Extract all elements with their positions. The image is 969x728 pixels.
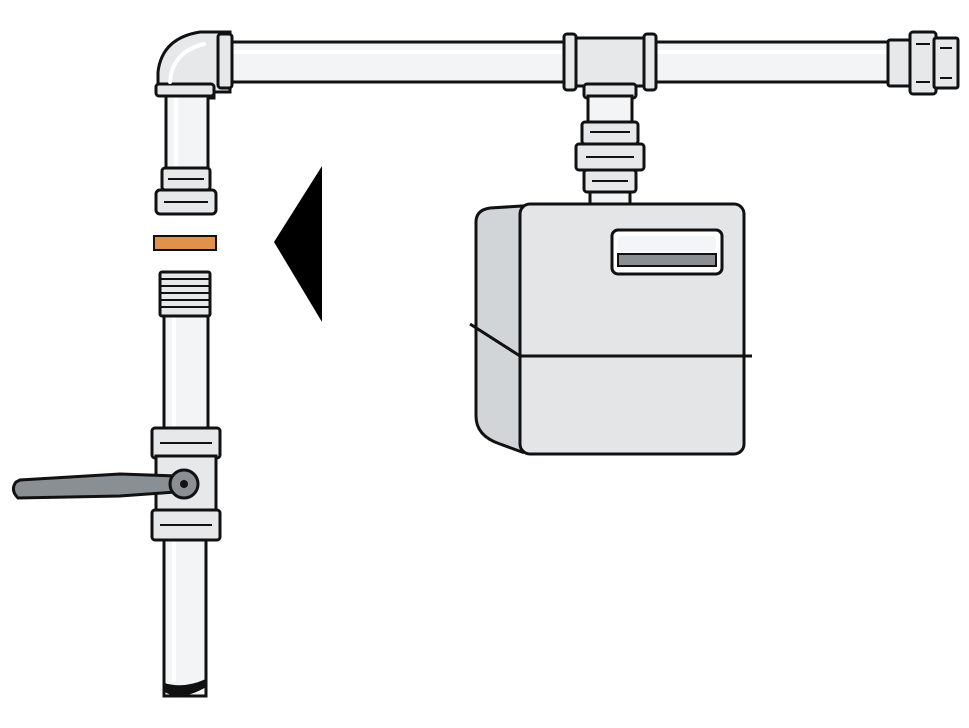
- meter-display-window: [610, 228, 724, 276]
- valve-lever-pivot: [180, 480, 188, 488]
- upper-union-nut: [154, 166, 218, 216]
- direction-arrow: [274, 166, 322, 322]
- tee-fitting: [562, 32, 658, 100]
- valve-lever-handle: [11, 468, 200, 500]
- gas-meter: [469, 202, 752, 456]
- pipe-cut-end: [163, 678, 207, 697]
- meter-drop-pipe: [586, 94, 634, 124]
- elbow-fitting: [154, 30, 234, 100]
- horizontal-supply-pipe: [220, 40, 894, 84]
- meter-seam: [469, 322, 752, 358]
- end-union-fitting: [886, 30, 960, 96]
- meter-union-connector: [574, 120, 646, 208]
- sealing-gasket: [153, 235, 217, 251]
- meter-side-panel: [474, 204, 524, 455]
- threaded-nipple: [158, 270, 212, 318]
